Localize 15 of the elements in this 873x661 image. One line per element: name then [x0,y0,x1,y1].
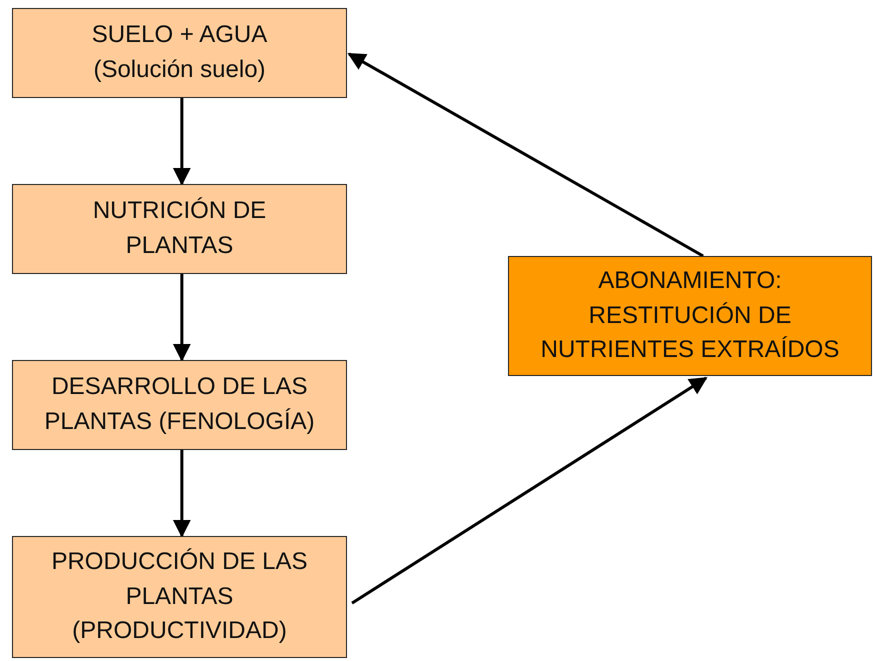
arrow [172,98,191,186]
process-box [508,256,872,376]
arrow [172,274,191,362]
box-label: NUTRICIÓN DE PLANTAS [92,196,268,261]
arrow [347,52,704,258]
box-label: PRODUCCIÓN DE LAS PLANTAS (PRODUCTIVIDAD) [50,546,309,646]
arrow [172,450,191,538]
box-label: SUELO + AGUA (Solución suelo) [90,20,268,85]
box-label: DESARROLLO DE LAS PLANTAS (FENOLOGÍA) [43,372,316,437]
process-box [12,536,347,658]
arrow [351,376,708,604]
process-box [12,360,347,450]
process-box [12,8,347,98]
process-box [12,184,347,274]
box-label: ABONAMIENTO: RESTITUCIÓN DE NUTRIENTES EXTRAÍDOS [540,266,840,366]
